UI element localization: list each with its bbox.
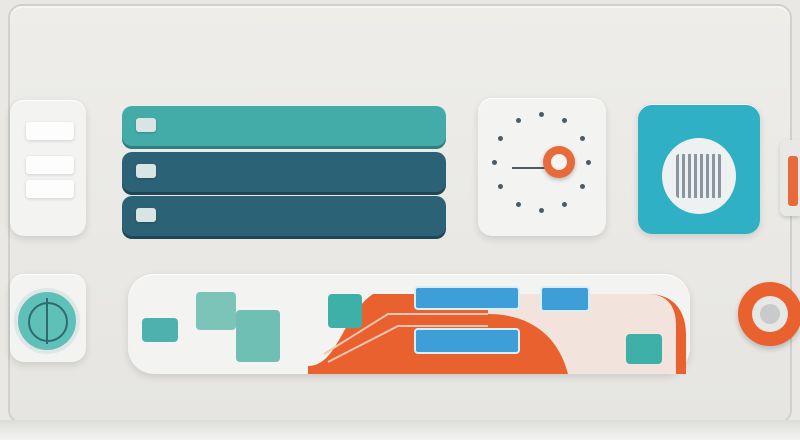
edge-widget[interactable] — [780, 140, 800, 216]
flow-line — [323, 313, 488, 355]
flow-line — [327, 325, 488, 363]
panel-slot[interactable] — [26, 122, 74, 140]
block-teal[interactable] — [626, 334, 662, 364]
knob-icon[interactable] — [738, 282, 800, 346]
block-blue[interactable] — [540, 286, 590, 312]
block-blue[interactable] — [414, 286, 520, 310]
dial-knob-icon[interactable] — [543, 146, 575, 178]
tab-3[interactable] — [122, 196, 446, 236]
clock-hand — [512, 167, 546, 169]
block-mint[interactable] — [236, 310, 280, 362]
fan-grill-icon — [676, 154, 722, 198]
tab-chip — [136, 164, 156, 178]
floor-shadow — [0, 420, 800, 440]
panel-slot[interactable] — [26, 156, 74, 174]
block-blue[interactable] — [414, 328, 520, 354]
panel-slot[interactable] — [26, 180, 74, 198]
side-panel — [10, 100, 86, 236]
gauge-icon[interactable] — [14, 288, 80, 354]
tab-1[interactable] — [122, 106, 446, 146]
tab-chip — [136, 208, 156, 222]
tab-2[interactable] — [122, 152, 446, 192]
block-teal[interactable] — [328, 294, 362, 328]
block-mint[interactable] — [196, 292, 236, 330]
block-teal[interactable] — [142, 318, 178, 342]
clock-dial-icon — [492, 112, 592, 213]
fan-device — [638, 104, 760, 234]
tab-chip — [136, 118, 156, 132]
